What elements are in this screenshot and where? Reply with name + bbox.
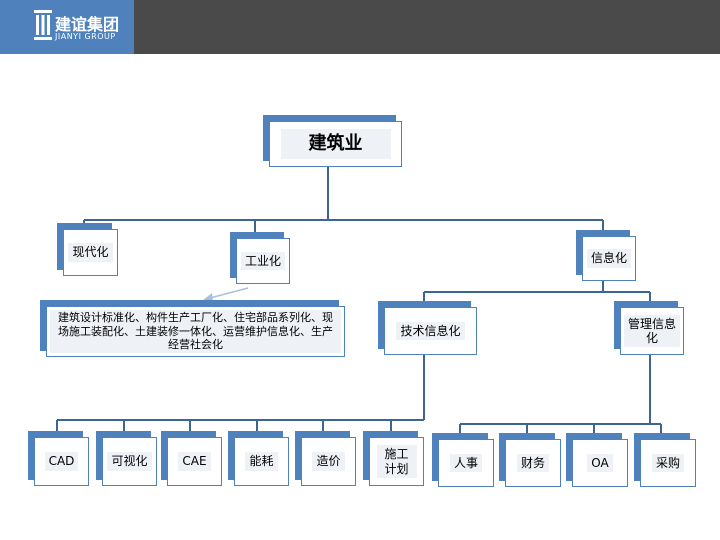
node-industrial-label: 工业化	[240, 251, 285, 271]
tech-item: 能耗	[228, 431, 289, 486]
mgmt-item-label: 人事	[449, 453, 482, 473]
node-industrial: 工业化	[230, 232, 290, 284]
mgmt-item: OA	[566, 433, 628, 487]
mgmt-item: 人事	[432, 433, 494, 487]
node-info-label: 信息化	[586, 249, 631, 268]
tech-item-label: 造价	[312, 452, 345, 471]
node-tech-info-label: 技术信息化	[396, 321, 465, 341]
node-modern-label: 现代化	[68, 243, 113, 262]
node-tech-info: 技术信息化	[378, 301, 477, 355]
tech-item: CAE	[161, 431, 222, 486]
tech-item-label: CAD	[44, 452, 79, 471]
node-mgmt-info: 管理信息化	[614, 301, 684, 355]
mgmt-item: 采购	[634, 433, 696, 487]
node-root: 建筑业	[263, 115, 402, 167]
node-modern: 现代化	[57, 223, 118, 276]
mgmt-item-label: 财务	[516, 453, 549, 473]
tech-item: 可视化	[96, 431, 157, 486]
industrial-description-text: 建筑设计标准化、构件生产工厂化、住宅部品系列化、现场施工装配化、土建装修一体化、…	[50, 309, 341, 354]
tech-item-label: CAE	[178, 452, 211, 471]
mgmt-item-label: OA	[587, 453, 613, 473]
company-logo: 建谊集团 JIANYI GROUP	[0, 0, 134, 54]
tech-item: 施工计划	[363, 431, 424, 486]
logo-mark-icon	[34, 10, 52, 40]
tech-item-label: 可视化	[107, 452, 152, 471]
logo-english-text: JIANYI GROUP	[55, 32, 116, 41]
node-mgmt-info-label: 管理信息化	[624, 314, 680, 348]
tech-item-label: 施工计划	[376, 445, 417, 478]
tech-item: CAD	[28, 431, 89, 486]
industrial-description-box: 建筑设计标准化、构件生产工厂化、住宅部品系列化、现场施工装配化、土建装修一体化、…	[40, 300, 345, 357]
tech-item-label: 能耗	[245, 452, 278, 471]
node-info: 信息化	[576, 230, 636, 281]
mgmt-item: 财务	[499, 433, 561, 487]
node-root-label: 建筑业	[280, 129, 391, 159]
mgmt-item-label: 采购	[651, 453, 684, 473]
arrow-icon	[203, 287, 249, 301]
tech-item: 造价	[295, 431, 356, 486]
logo-chinese-text: 建谊集团	[55, 15, 120, 34]
